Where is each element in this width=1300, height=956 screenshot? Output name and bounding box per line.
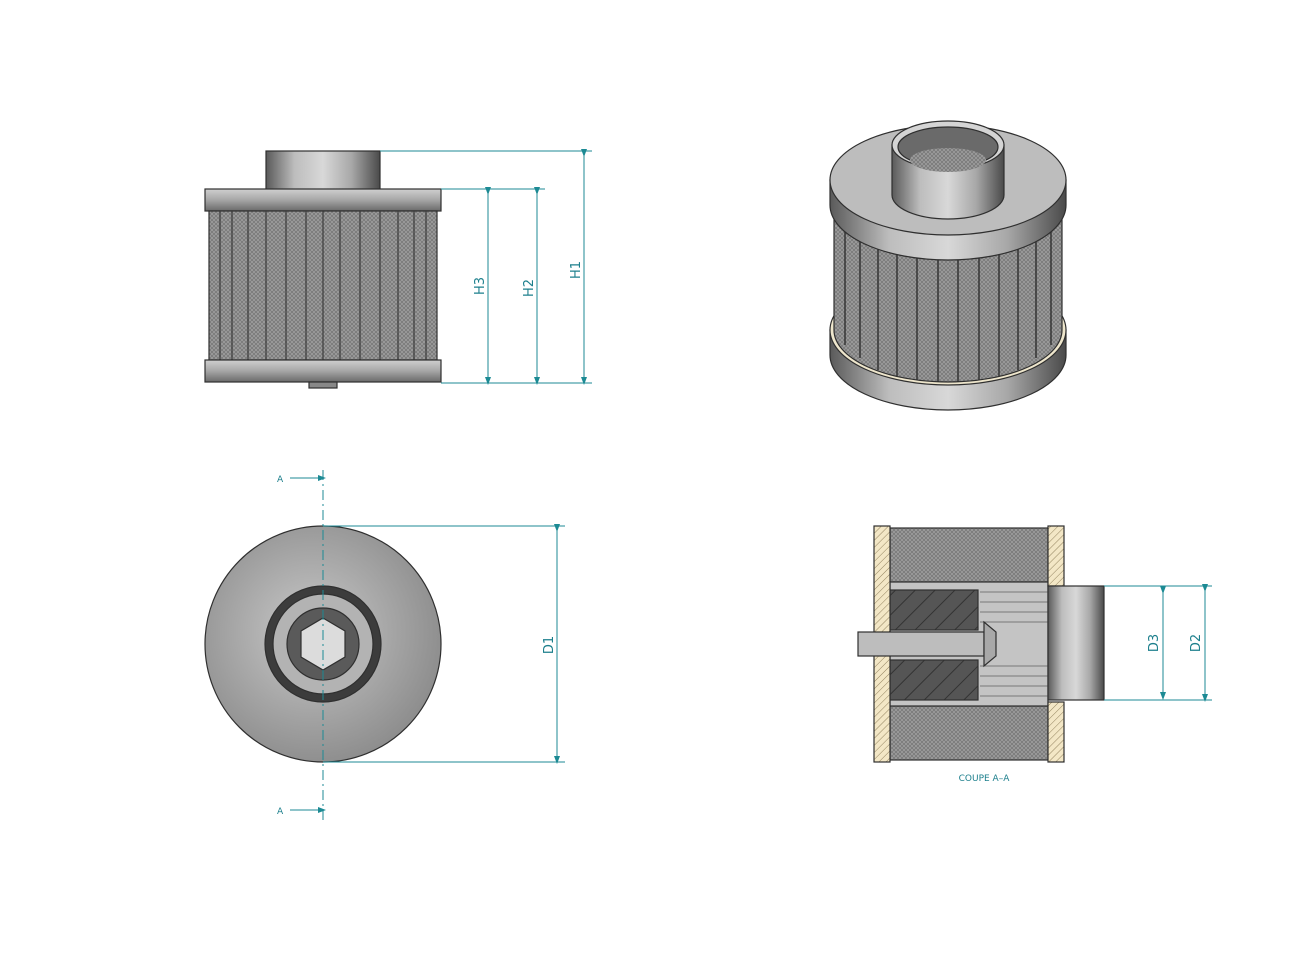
section-spigot	[1047, 585, 1105, 701]
section-view: COUPE A–A	[857, 525, 1105, 784]
end-view: A A	[204, 470, 442, 820]
section-solid-upper	[889, 589, 979, 631]
top-cap	[204, 188, 442, 212]
section-pin-head	[983, 620, 997, 668]
front-view-dimensions: H1 H2 H3	[380, 149, 592, 385]
h3-label: H3	[473, 277, 488, 295]
section-pin	[857, 631, 985, 657]
isometric-view	[829, 120, 1067, 411]
h2-label: H2	[522, 279, 537, 297]
d2-label: D2	[1189, 634, 1204, 652]
iso-pleats	[844, 215, 1052, 382]
section-right-cap-bottom	[1047, 701, 1065, 763]
section-core-lines	[980, 591, 1048, 697]
end-view-dimensions: D1	[323, 524, 565, 764]
bottom-cap	[204, 359, 442, 383]
section-mesh-bottom	[889, 705, 1049, 761]
section-solid-lower	[889, 659, 979, 701]
section-caption: COUPE A–A	[959, 774, 1011, 784]
d1-label: D1	[542, 636, 557, 654]
front-view	[204, 150, 442, 389]
section-label-bottom: A	[277, 807, 284, 817]
pleat-lines	[219, 211, 427, 360]
iso-spigot-mesh	[910, 148, 986, 172]
section-view-dimensions: D3 D2	[1104, 584, 1212, 702]
section-right-cap-top	[1047, 525, 1065, 587]
top-spigot	[265, 150, 381, 191]
bottom-pin	[308, 381, 338, 389]
h1-label: H1	[569, 261, 584, 279]
section-label-top: A	[277, 475, 284, 485]
d3-label: D3	[1147, 634, 1162, 652]
section-mesh-top	[889, 527, 1049, 583]
